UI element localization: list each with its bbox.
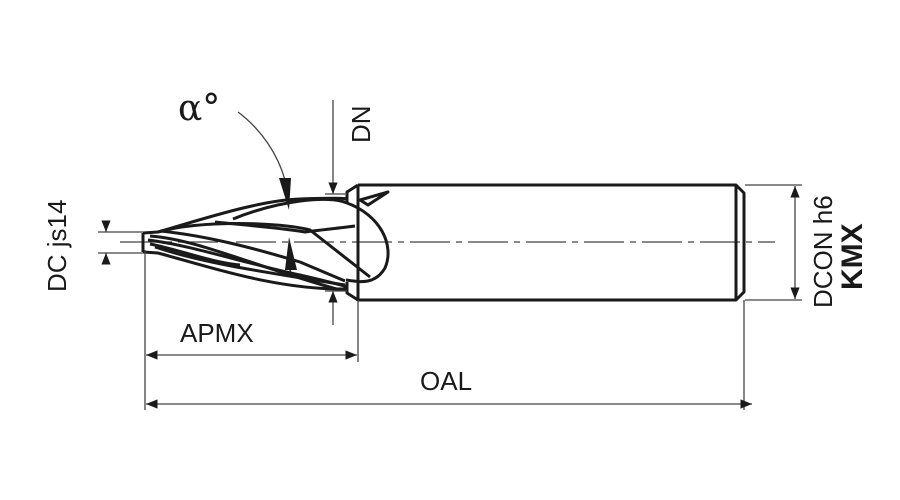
shank [358, 183, 746, 302]
kmx-label: KMX [836, 223, 869, 290]
dcon-label: DCON h6 [808, 195, 838, 308]
dn-label: DN [346, 105, 376, 143]
dn-dimension [325, 100, 347, 325]
apmx-dimension [144, 250, 359, 410]
angle-indicator [237, 111, 297, 279]
alpha-label: α° [178, 88, 220, 129]
oal-dimension [146, 300, 752, 410]
dcon-dimension [745, 184, 802, 301]
dc-label: DC js14 [42, 200, 72, 292]
apmx-label: APMX [180, 318, 254, 348]
oal-label: OAL [420, 366, 472, 396]
cutting-flutes [141, 196, 390, 292]
dc-dimension [98, 220, 143, 265]
